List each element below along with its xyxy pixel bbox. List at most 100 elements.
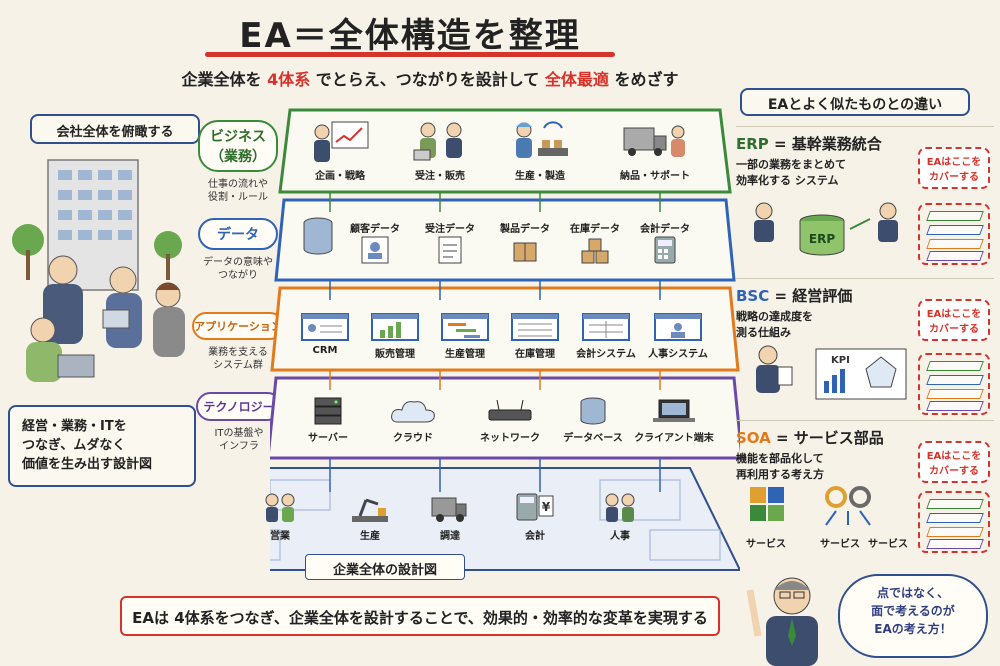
soa-desc: 機能を部品化して再利用する考え方 <box>736 451 994 483</box>
app-node-inventory: 在庫管理 <box>500 312 570 360</box>
cover-line2: カバーする <box>929 324 979 335</box>
app-node-accounting: 会計システム <box>570 312 642 360</box>
erp-layer-stack <box>918 203 990 265</box>
tech-node-cloud: クラウド <box>380 396 446 444</box>
tech-item-label: サーバー <box>308 433 348 444</box>
clipboard-icon <box>438 236 462 264</box>
business-item-label: 生産・製造 <box>515 171 565 182</box>
soa-abbr: SOA <box>736 429 771 447</box>
blueprint-node-production: 生産 <box>340 490 400 542</box>
app-node-hr: 人事システム <box>642 312 714 360</box>
tech-item-label: クライアント端末 <box>634 433 714 444</box>
business-item-label: 企画・戦略 <box>315 171 365 182</box>
soa-label-3: サービス <box>868 539 908 550</box>
customer-card-icon <box>361 236 389 264</box>
soa-desc-line1: 機能を部品化して <box>736 452 824 465</box>
server-icon <box>314 397 342 425</box>
panel-erp: ERP = 基幹業務統合 一部の業務をまとめて効率化する システム ERP EA… <box>736 126 994 276</box>
app-list-icon <box>511 313 559 341</box>
data-node-order: 受注データ <box>415 220 485 268</box>
truck-support-icon <box>623 125 685 157</box>
blueprint-item-label: 会計 <box>525 531 545 542</box>
soa-title-rest: = サービス部品 <box>770 429 884 447</box>
subtitle-highlight-overall: 全体最適 <box>544 70 609 89</box>
app-item-label: 生産管理 <box>445 349 485 360</box>
enterprise-blueprint-label: 企業全体の設計図 <box>305 554 465 580</box>
soa-cover-note: EAはここをカバーする <box>918 441 990 483</box>
erp-desc: 一部の業務をまとめて効率化する システム <box>736 157 994 189</box>
application-desc-line2: システム群 <box>213 360 263 371</box>
erp-cover-note: EAはここをカバーする <box>918 147 990 189</box>
tech-item-label: ネットワーク <box>480 433 540 444</box>
app-item-label: 在庫管理 <box>515 349 555 360</box>
data-item-label: 受注データ <box>425 224 475 235</box>
comparison-header: EAとよく似たものとの違い <box>740 88 970 116</box>
title-underline <box>205 52 615 57</box>
subtitle-part3: をめざす <box>608 70 679 89</box>
router-icon <box>488 399 532 421</box>
speech-line-1: 点ではなく、 <box>876 586 949 600</box>
subtitle: 企業全体を 4体系 でとらえ、つながりを設計して 全体最適 をめざす <box>150 66 710 90</box>
blueprint-item-label: 営業 <box>270 531 290 542</box>
data-node-accounting: 会計データ <box>630 220 700 268</box>
data-desc-line2: つながり <box>218 270 258 281</box>
erp-abbr: ERP <box>736 135 769 153</box>
blueprint-node-procurement: 調達 <box>420 490 480 542</box>
app-node-production: 生産管理 <box>430 312 500 360</box>
app-table-icon <box>582 313 630 341</box>
delivery-truck-icon <box>431 497 467 522</box>
app-gantt-icon <box>441 313 489 341</box>
blueprint-item-label: 生産 <box>360 531 380 542</box>
tech-node-network: ネットワーク <box>470 396 550 444</box>
soa-desc-line2: 再利用する考え方 <box>736 468 824 481</box>
data-desc-line1: データの意味や <box>203 257 273 268</box>
bsc-title-rest: = 経営評価 <box>769 287 853 305</box>
business-people-icon <box>265 493 295 522</box>
layer-label-business-group: ビジネス （業務） 仕事の流れや 役割・ルール <box>198 120 278 204</box>
blueprint-item-label: 人事 <box>610 531 630 542</box>
application-desc-line1: 業務を支える <box>208 347 268 358</box>
speech-line-3: EAの考え方！ <box>874 622 952 636</box>
panel-soa: SOA = サービス部品 機能を部品化して再利用する考え方 サービス サービス … <box>736 420 994 560</box>
calculator-yen-icon: ¥ <box>516 493 554 521</box>
business-desc-line2: 役割・ルール <box>208 192 268 203</box>
database-icon <box>303 217 333 255</box>
stacked-boxes-icon <box>581 238 609 264</box>
page-title: EA＝全体構造を整理 <box>239 16 581 56</box>
ea-summary-bubble: 経営・業務・ITを つなぎ、ムダなく 価値を生み出す設計図 <box>8 405 196 487</box>
overview-tag: 会社全体を俯瞰する <box>30 114 200 144</box>
erp-desc-line2: 効率化する システム <box>736 174 839 187</box>
layer-label-data: データ <box>198 218 278 250</box>
bsc-layer-stack <box>918 353 990 415</box>
data-item-label: 顧客データ <box>350 224 400 235</box>
cover-line1: EAはここを <box>926 451 982 462</box>
bsc-desc-line2: 測る仕組み <box>736 326 791 339</box>
soa-label-2: サービス <box>820 539 860 550</box>
business-label-line1: ビジネス <box>210 129 266 145</box>
speech-line-2: 面で考えるのが <box>871 604 955 618</box>
data-node-inventory: 在庫データ <box>560 220 630 268</box>
layer-label-business: ビジネス （業務） <box>198 120 278 172</box>
panel-bsc: BSC = 経営評価 戦略の達成度を測る仕組み KPI EAはここをカバーする <box>736 278 994 418</box>
app-item-label: 会計システム <box>576 349 636 360</box>
cloud-icon <box>391 401 435 423</box>
app-chart-icon <box>371 313 419 341</box>
bsc-abbr: BSC <box>736 287 770 305</box>
business-node-sales: 受注・販売 <box>400 118 480 182</box>
meeting-people-icon <box>413 122 462 161</box>
app-item-label: 人事システム <box>648 349 708 360</box>
data-node-customer: 顧客データ <box>340 220 410 268</box>
hr-people-icon <box>605 493 635 522</box>
app-item-label: CRM <box>312 345 338 356</box>
cover-line2: カバーする <box>929 172 979 183</box>
business-label-line2: （業務） <box>210 149 266 165</box>
business-item-label: 納品・サポート <box>620 171 690 182</box>
soa-label-1: サービス <box>746 539 786 550</box>
tech-item-label: クラウド <box>393 433 433 444</box>
presentation-icon <box>314 121 369 162</box>
tech-item-label: データベース <box>563 433 623 444</box>
calculator-icon <box>654 236 676 264</box>
data-item-label: 在庫データ <box>570 224 620 235</box>
erp-title-rest: = 基幹業務統合 <box>768 135 882 153</box>
blueprint-node-accounting: ¥ 会計 <box>505 490 565 542</box>
